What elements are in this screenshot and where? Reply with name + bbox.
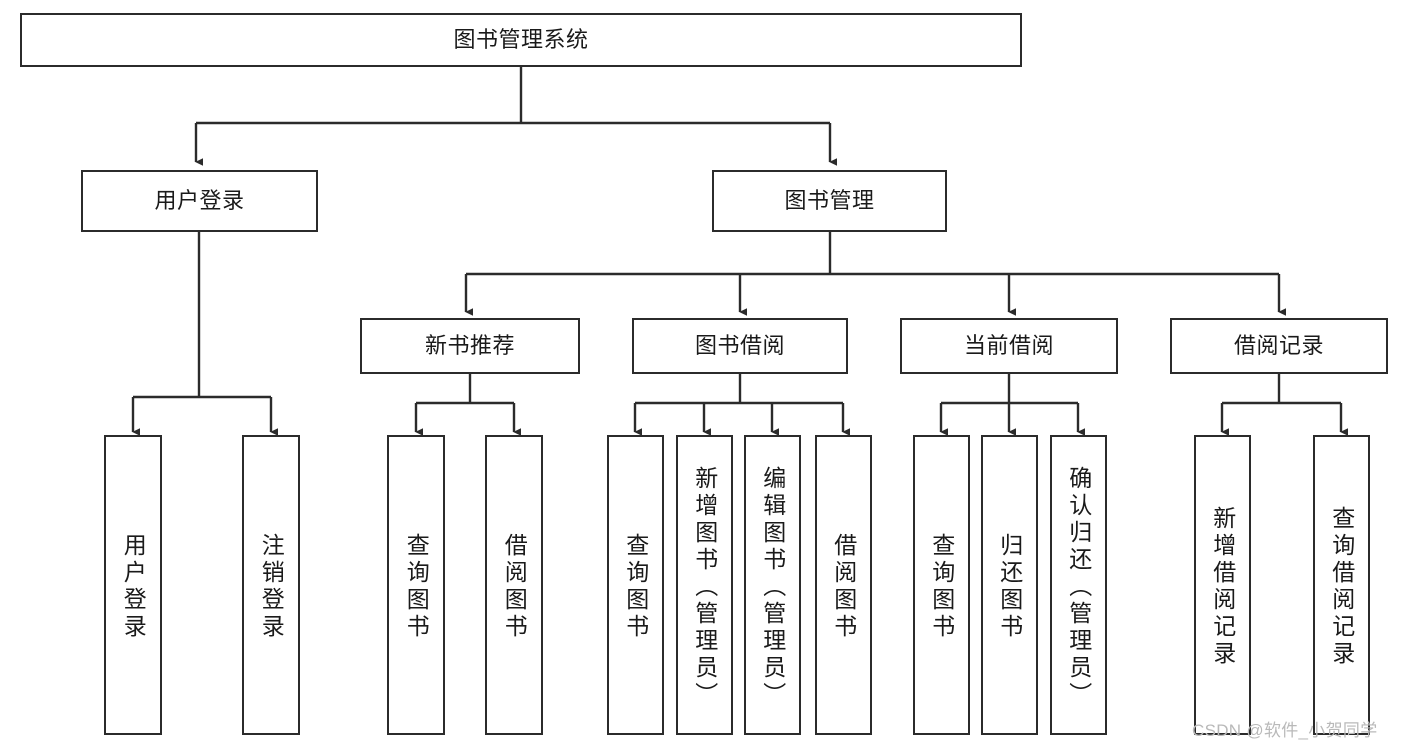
leaf-user-login-login[interactable]: 用户登录	[104, 435, 162, 735]
leaf-record-add-record[interactable]: 新增借阅记录	[1194, 435, 1251, 735]
leaf-user-login-logout[interactable]: 注销登录	[242, 435, 300, 735]
node-label: 图书借阅	[694, 333, 785, 359]
node-label: 借阅图书	[501, 533, 528, 641]
node-new-book-recommend[interactable]: 新书推荐	[360, 318, 580, 374]
leaf-borrow-add-book-admin[interactable]: 新增图书（管理员）	[676, 435, 733, 735]
node-borrow-record[interactable]: 借阅记录	[1170, 318, 1388, 374]
node-label: 用户登录	[120, 533, 147, 641]
leaf-recommend-borrow-book[interactable]: 借阅图书	[485, 435, 543, 735]
node-label: 用户登录	[154, 188, 245, 214]
node-label: 查询图书	[622, 533, 649, 641]
node-label: 借阅图书	[830, 533, 857, 641]
leaf-current-query-book[interactable]: 查询图书	[913, 435, 970, 735]
leaf-borrow-edit-book-admin[interactable]: 编辑图书（管理员）	[744, 435, 801, 735]
node-label: 新书推荐	[424, 333, 515, 359]
node-label: 查询图书	[928, 533, 955, 641]
csdn-watermark: CSDN @软件_小贺同学	[1192, 721, 1378, 740]
leaf-recommend-query-book[interactable]: 查询图书	[387, 435, 445, 735]
node-label: 查询借阅记录	[1328, 506, 1355, 668]
node-label: 注销登录	[258, 533, 285, 641]
node-label: 新增借阅记录	[1209, 506, 1236, 668]
leaf-borrow-query-book[interactable]: 查询图书	[607, 435, 664, 735]
node-book-management[interactable]: 图书管理	[712, 170, 947, 232]
leaf-record-query-record[interactable]: 查询借阅记录	[1313, 435, 1370, 735]
leaf-borrow-borrow-book[interactable]: 借阅图书	[815, 435, 872, 735]
node-book-borrow[interactable]: 图书借阅	[632, 318, 848, 374]
node-label: 图书管理	[784, 188, 875, 214]
node-label: 编辑图书（管理员）	[759, 465, 786, 709]
node-label: 归还图书	[996, 533, 1023, 641]
node-label: 借阅记录	[1233, 333, 1324, 359]
leaf-current-confirm-return-admin[interactable]: 确认归还（管理员）	[1050, 435, 1107, 735]
node-current-borrow[interactable]: 当前借阅	[900, 318, 1118, 374]
node-user-login[interactable]: 用户登录	[81, 170, 318, 232]
node-label: 查询图书	[403, 533, 430, 641]
node-label: 当前借阅	[963, 333, 1054, 359]
node-label: 确认归还（管理员）	[1065, 465, 1092, 709]
node-label: 图书管理系统	[453, 27, 589, 53]
leaf-current-return-book[interactable]: 归还图书	[981, 435, 1038, 735]
node-label: 新增图书（管理员）	[691, 465, 718, 709]
node-root-system[interactable]: 图书管理系统	[20, 13, 1022, 67]
